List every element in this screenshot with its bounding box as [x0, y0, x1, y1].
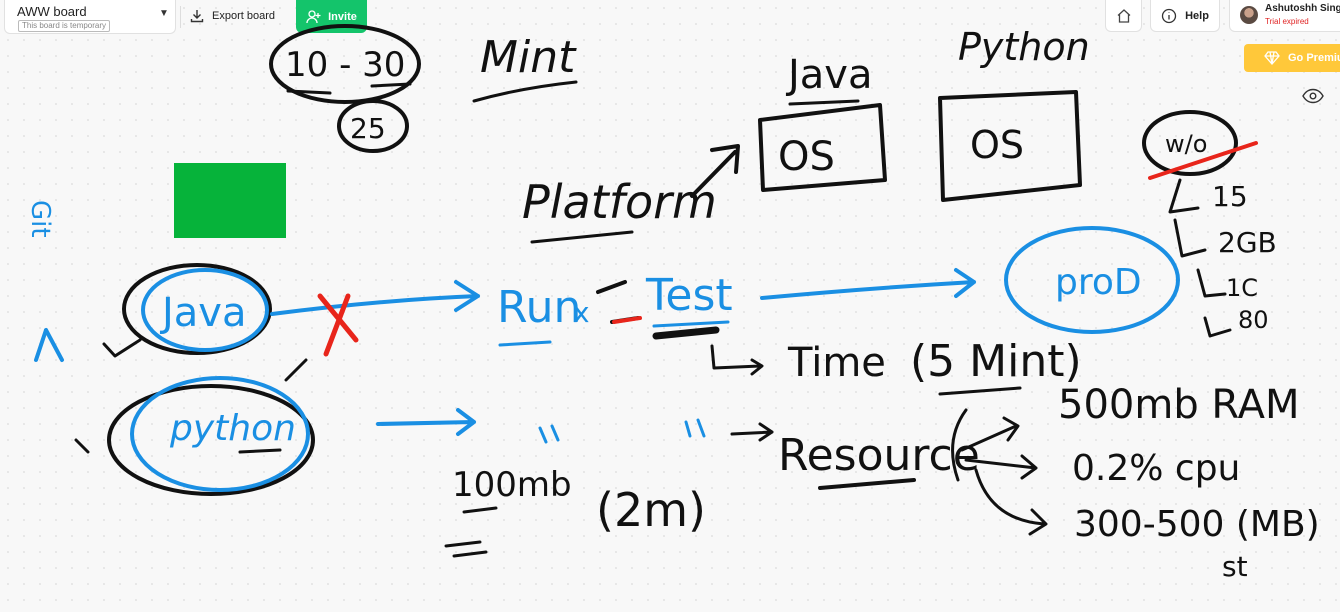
board-name-menu[interactable]: AWW board This board is temporary ▼ — [4, 0, 176, 34]
note-range[interactable]: 10 - 30 — [285, 45, 405, 85]
os-box-right[interactable] — [938, 90, 1082, 202]
note-range-mid[interactable]: 25 — [350, 112, 386, 145]
time-arrow — [710, 344, 764, 376]
mint-underline — [472, 80, 578, 103]
note-w-80[interactable]: 80 — [1238, 306, 1269, 334]
note-cpu[interactable]: 0.2% cpu — [1072, 448, 1240, 489]
test-underline — [652, 320, 730, 328]
resource-arrow — [730, 422, 774, 442]
note-resource[interactable]: Resource — [778, 430, 980, 481]
platform-underline — [530, 230, 634, 244]
git-foot — [34, 328, 64, 362]
chevron-down-icon[interactable]: ▼ — [159, 8, 169, 19]
note-w-15[interactable]: 15 — [1212, 180, 1248, 213]
note-five-mint[interactable]: (5 Mint) — [910, 336, 1082, 387]
java-top-underline — [788, 99, 860, 106]
prod-circle[interactable] — [1004, 226, 1180, 334]
red-cross — [317, 293, 359, 357]
avatar — [1240, 6, 1258, 24]
test-to-prod-arrow — [760, 268, 976, 300]
note-hundred-mb[interactable]: 100mb — [452, 465, 572, 505]
invite-label: Invite — [328, 10, 357, 23]
note-platform[interactable]: Platform — [522, 175, 717, 229]
note-w-1c[interactable]: 1C — [1226, 274, 1258, 302]
resource-underline — [818, 478, 916, 490]
python-circle-black[interactable] — [107, 384, 315, 496]
wio-circle[interactable] — [1142, 110, 1238, 176]
note-x[interactable]: x — [573, 296, 590, 329]
note-mint[interactable]: Mint — [480, 32, 577, 83]
note-java-top[interactable]: Java — [785, 52, 873, 98]
help-button[interactable]: Help — [1150, 0, 1220, 32]
note-prod[interactable]: proD — [1055, 262, 1142, 303]
note-python-top[interactable]: Python — [958, 25, 1090, 69]
note-os-left[interactable]: OS — [778, 134, 835, 180]
java-circle-blue[interactable] — [141, 268, 269, 352]
run-test-red-dash — [612, 316, 642, 324]
diamond-icon — [1264, 51, 1280, 65]
user-trial-status: Trial expired — [1265, 17, 1309, 26]
range-mid-circle[interactable] — [337, 99, 409, 153]
note-mb[interactable]: 300-500 (MB) — [1074, 504, 1320, 545]
wio-strike — [1148, 141, 1258, 180]
add-user-icon — [306, 9, 321, 23]
user-name: Ashutoshh Singh — [1265, 3, 1340, 14]
resource-branches — [951, 408, 1048, 536]
board-title: AWW board — [17, 4, 87, 19]
board-temporary-badge: This board is temporary — [18, 20, 111, 32]
export-board-label: Export board — [212, 10, 275, 22]
toolbar-divider — [180, 6, 181, 28]
info-icon — [1161, 8, 1177, 23]
go-premium-button[interactable]: Go Premium — [1244, 44, 1340, 72]
python-to-mb-arrow — [376, 408, 476, 436]
user-menu[interactable]: Ashutoshh Singh Trial expired — [1229, 0, 1340, 32]
note-java[interactable]: Java — [159, 290, 247, 336]
green-rectangle-shape[interactable] — [174, 163, 286, 238]
platform-arrow — [690, 144, 740, 198]
note-test[interactable]: Test — [645, 270, 733, 321]
note-st[interactable]: st — [1222, 550, 1248, 583]
note-time[interactable]: Time — [787, 340, 886, 386]
os-box-left[interactable] — [758, 103, 887, 192]
help-label: Help — [1185, 9, 1209, 22]
go-premium-label: Go Premium — [1288, 52, 1340, 64]
wio-tree — [1168, 178, 1232, 338]
python-tick — [74, 358, 308, 454]
note-python[interactable]: python — [169, 408, 296, 449]
note-run[interactable]: Run — [497, 282, 581, 333]
java-tick — [102, 338, 142, 358]
ditto-marks — [538, 418, 706, 444]
range-underline — [286, 82, 412, 95]
note-w-2gb[interactable]: 2GB — [1218, 226, 1277, 259]
python-underline — [238, 448, 282, 454]
python-circle-blue[interactable] — [130, 376, 310, 492]
home-icon — [1117, 8, 1130, 23]
run-test-dash — [596, 280, 640, 324]
range-circle[interactable] — [269, 24, 421, 104]
eye-icon[interactable] — [1302, 88, 1324, 104]
note-two-m[interactable]: (2m) — [596, 483, 706, 537]
export-board-button[interactable]: Export board — [186, 0, 288, 32]
note-ram[interactable]: 500mb RAM — [1058, 382, 1299, 428]
note-wio[interactable]: w/o — [1165, 130, 1207, 158]
five-mint-underline — [938, 386, 1022, 396]
java-to-run-arrow — [270, 280, 480, 316]
test-scribble — [652, 326, 720, 340]
note-os-right[interactable]: OS — [970, 123, 1024, 167]
hundred-mb-marks — [444, 506, 498, 558]
download-icon — [190, 10, 204, 23]
run-underline — [498, 340, 552, 347]
note-git-letters[interactable]: Git — [25, 200, 55, 238]
java-circle-black[interactable] — [122, 263, 272, 355]
home-button[interactable] — [1105, 0, 1142, 32]
